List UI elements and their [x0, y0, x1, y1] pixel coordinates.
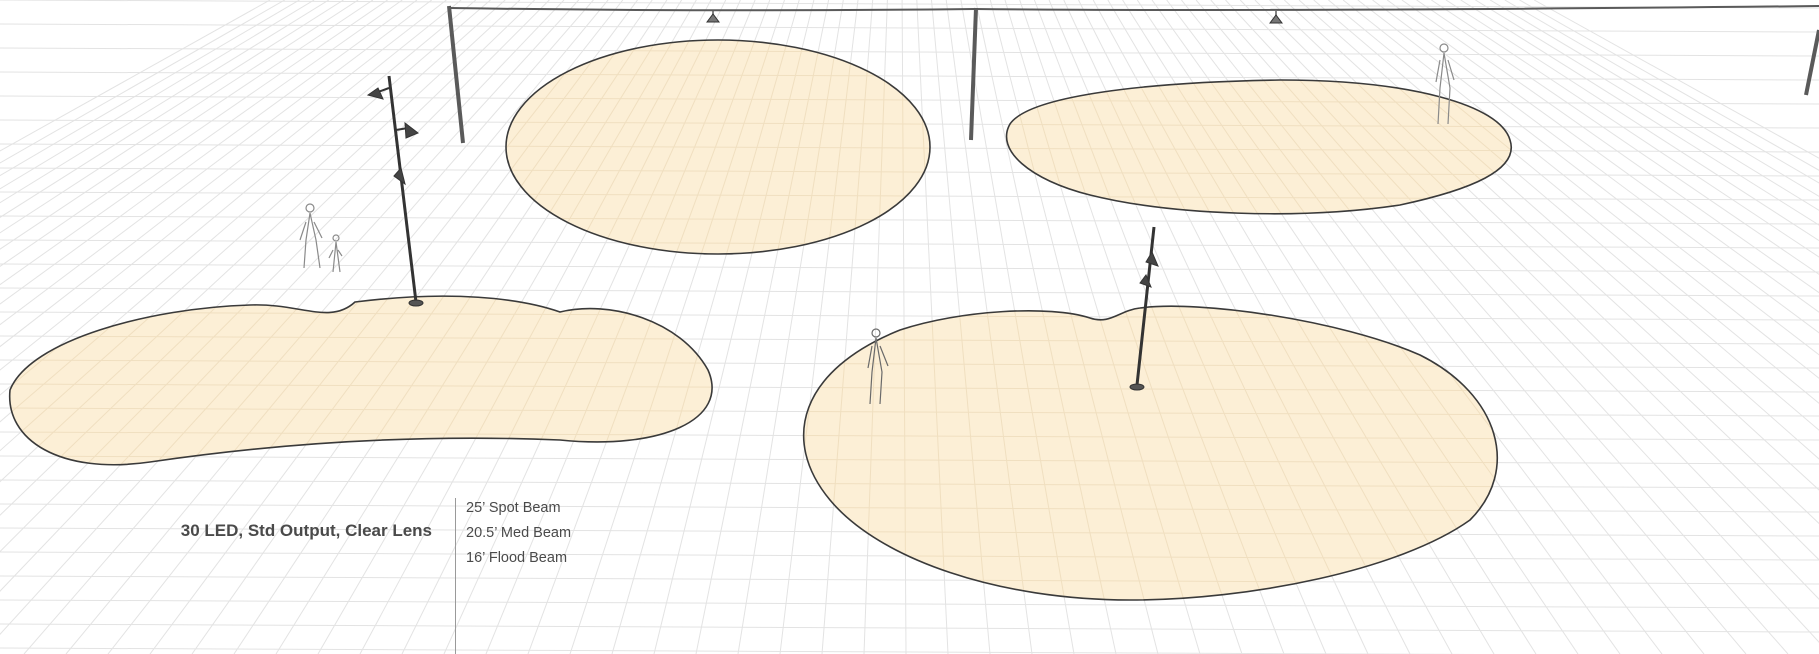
caption-divider	[455, 498, 456, 654]
child-sketch-left	[328, 234, 343, 273]
beam-med-label: 20.5’ Med Beam	[466, 525, 572, 541]
beam-spot-label: 25’ Spot Beam	[466, 500, 561, 516]
overhead-cable-system	[447, 5, 1819, 144]
beam-legend: 25’ Spot Beam 20.5’ Med Beam 16’ Flood B…	[466, 497, 571, 572]
person-sketch-right	[867, 328, 889, 405]
person-sketch-top-right	[1435, 43, 1455, 125]
overhead-pendant-left	[706, 10, 720, 23]
overhead-pendant-right	[1269, 11, 1283, 24]
light-pole-triple-head	[366, 75, 424, 307]
fixture-spec-title: 30 LED, Std Output, Clear Lens	[180, 521, 432, 540]
light-pole-double-head	[1129, 226, 1159, 391]
beam-flood-label: 16’ Flood Beam	[466, 550, 568, 566]
person-sketch-left	[299, 203, 323, 269]
